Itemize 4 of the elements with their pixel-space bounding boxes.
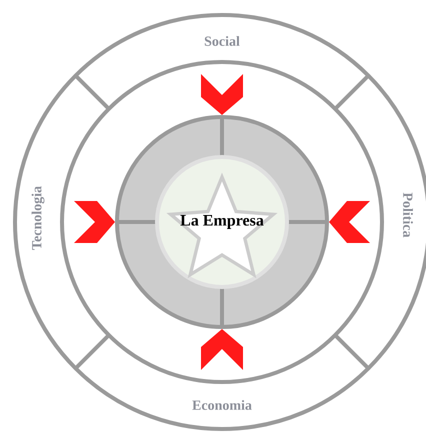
segment-label: Politica xyxy=(403,192,413,238)
segment-label: Social xyxy=(204,36,240,46)
segment-label: Economia xyxy=(192,400,252,410)
segment-label: Tecnologia xyxy=(32,186,44,250)
